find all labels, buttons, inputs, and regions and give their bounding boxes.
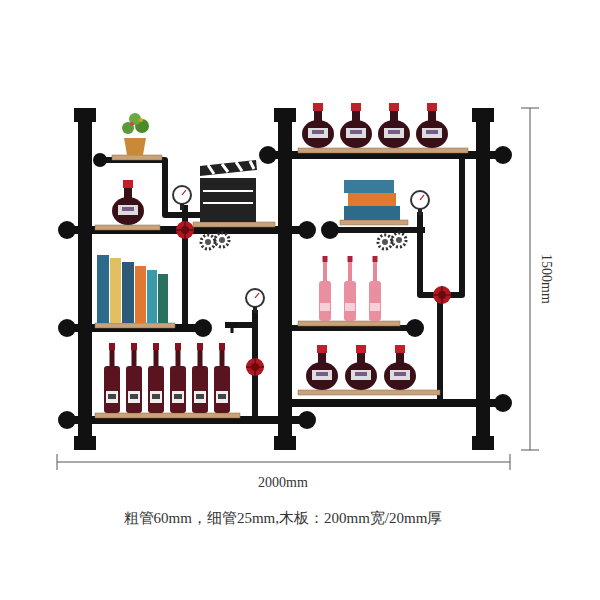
books [97,180,400,323]
height-dimension: 1500mm [538,254,553,304]
pipe-caps [58,146,512,429]
potted-plant [122,113,149,155]
dimension-lines [57,108,539,470]
posts [74,108,494,450]
wood-shelves [95,148,468,418]
spec-note: 粗管60mm，细管25mm,木板：200mm宽/20mm厚 [124,510,443,527]
clapperboard [200,160,257,222]
wine-bottles [104,103,448,413]
width-dimension: 2000mm [258,475,308,490]
